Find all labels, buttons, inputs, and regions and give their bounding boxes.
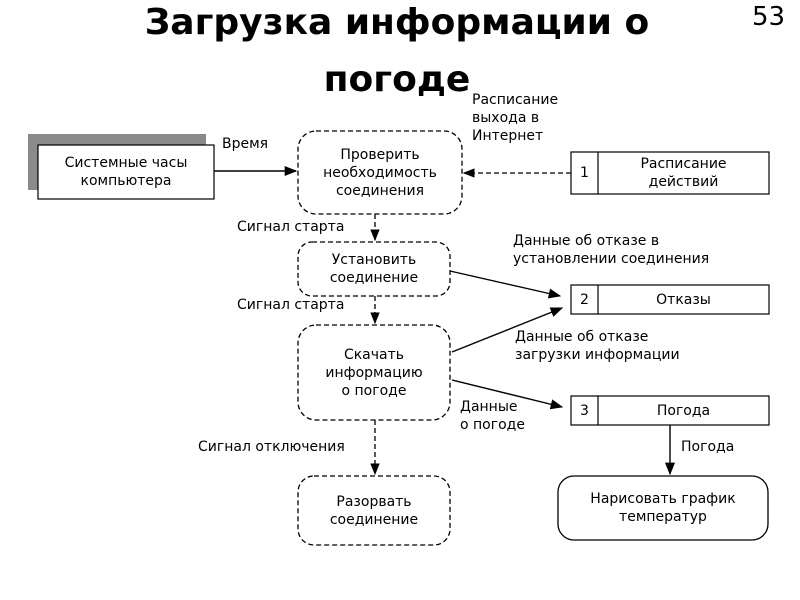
slide-title: Загрузка информации о погоде: [0, 0, 800, 108]
store-3-number: 3: [580, 402, 589, 419]
flow-start1-label: Сигнал старта: [237, 219, 345, 235]
store-3-name: Погода: [656, 402, 711, 419]
process-check-label: Проверить необходимость соединения: [323, 146, 437, 199]
flow-weather-data-arrow: [451, 379, 564, 410]
entity-clock-label: Системные часы компьютера: [64, 155, 188, 189]
process-connect-label: Установить соединение: [329, 252, 419, 286]
flow-schedule-label: Расписание выхода в Интернет: [472, 92, 559, 144]
flow-fail-connect-arrow: [449, 270, 562, 299]
slide-title-line2: погоде: [323, 59, 471, 100]
flow-fail-download-arrow: [451, 307, 564, 353]
slide-title-line1: Загрузка информации о: [144, 2, 650, 43]
store-1-number: 1: [580, 165, 589, 181]
process-draw-box: [557, 475, 769, 541]
flow-start2-label: Сигнал старта: [237, 297, 345, 313]
store-1: [570, 151, 770, 195]
flow-time-label: Время: [222, 136, 269, 152]
flow-disconnect-signal-label: Сигнал отключения: [198, 439, 345, 455]
flow-fail-download-label: Данные об отказе загрузки информации: [515, 329, 680, 363]
flow-fail-connect-label: Данные об отказе в установлении соединен…: [513, 233, 710, 267]
flow-weather-data-label: Данные о погоде: [460, 399, 525, 433]
entity-clock: [28, 134, 215, 200]
entity-clock-box: [37, 144, 215, 200]
page-number: 53: [752, 2, 786, 32]
store-2: [570, 284, 770, 315]
store-2-number: 2: [580, 291, 589, 308]
store-2-name: Отказы: [656, 291, 711, 308]
process-connect-box: [297, 241, 451, 297]
flow-weather-label: Погода: [681, 439, 735, 455]
process-draw-label: Нарисовать график температур: [590, 491, 736, 525]
store-1-name: Расписание действий: [640, 156, 727, 190]
process-disconnect-label: Разорвать соединение: [329, 493, 419, 528]
process-disconnect-box: [297, 475, 451, 546]
process-check-box: [297, 130, 463, 215]
process-download-box: [297, 324, 451, 421]
process-download-label: Скачать информацию о погоде: [325, 346, 423, 399]
